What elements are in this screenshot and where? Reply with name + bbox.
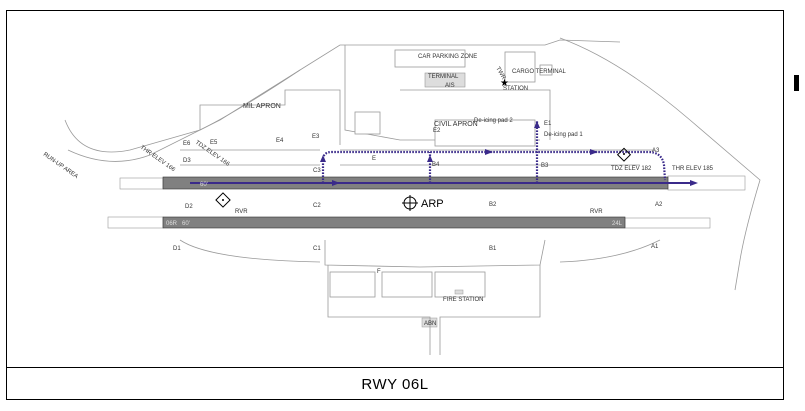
- taxiway-b2: B2: [489, 202, 497, 208]
- taxiway-c3: C3: [313, 168, 321, 174]
- fire-station-label: FIRE STATION: [443, 297, 483, 303]
- taxiway-c2: C2: [313, 203, 321, 209]
- route-arrow-icon: [485, 149, 493, 155]
- perimeter-roads: [64, 37, 761, 291]
- deicing-pad-2-label: De-icing pad 2: [474, 118, 513, 124]
- taxiway-e5: E5: [210, 140, 218, 146]
- route-arrow-icon: [320, 155, 326, 162]
- rwy-06l-width: 60': [200, 182, 208, 188]
- rvr-label-east: RVR: [590, 209, 603, 215]
- rwy-24l-designator: 24L: [612, 221, 623, 227]
- taxiway-a3: A3: [652, 148, 660, 154]
- route-arrow-icon: [332, 180, 340, 186]
- ais-label: AIS: [445, 83, 455, 89]
- taxiway-e3: E3: [312, 134, 320, 140]
- route-arrow-icon: [690, 180, 698, 186]
- rwy-06l-stopway-west: [119, 177, 164, 190]
- taxiway-d3: D3: [183, 158, 191, 164]
- cargo-building: [539, 64, 553, 76]
- mil-apron-label: MIL APRON: [243, 103, 281, 110]
- south-block-1: [329, 271, 376, 298]
- abn-label: ABN: [424, 321, 436, 327]
- windsock-icon: [215, 192, 231, 208]
- rwy-06r-stopway-west: [107, 216, 164, 229]
- tdz-elev-right: TDZ ELEV 182: [611, 166, 652, 172]
- civil-apron-label: CIVIL APRON: [434, 121, 478, 128]
- svg-text:★: ★: [500, 78, 509, 89]
- car-parking-label: CAR PARKING ZONE: [418, 54, 477, 60]
- cargo-terminal-label: CARGO TERMINAL: [512, 69, 567, 75]
- taxiway-a1: A1: [651, 244, 659, 250]
- rwy-06r-width: 60': [182, 221, 190, 227]
- station-label: STATION: [503, 86, 528, 92]
- windsock-icon: [616, 147, 632, 162]
- south-block-2: [381, 271, 433, 298]
- rwy-06r-designator: 06R: [166, 221, 178, 227]
- tower-area: [504, 51, 536, 83]
- runway-06r: [162, 216, 626, 229]
- twr-star-icon: ★: [500, 78, 509, 89]
- rwy-24l-stopway-east: [624, 217, 711, 229]
- taxiway-e6: E6: [183, 141, 191, 147]
- route-arrow-icon: [590, 149, 598, 155]
- fire-station-building: [454, 289, 464, 295]
- taxiway-b4: B4: [432, 162, 440, 168]
- civil-apron-area: [434, 119, 536, 147]
- taxiway-e4: E4: [276, 138, 284, 144]
- runway-caption: RWY 06L: [6, 367, 784, 400]
- thr-elev-right: THR ELEV 185: [672, 166, 714, 172]
- taxiway-d2: D2: [185, 204, 193, 210]
- thr-elev-left: THR ELEV 166: [139, 145, 177, 174]
- taxi-route: [190, 120, 698, 186]
- route-taxiway-e: [321, 150, 667, 183]
- deicing-pad-1-label: De-icing pad 1: [544, 132, 583, 138]
- arp-label: ARP: [421, 198, 444, 210]
- abn-building: [421, 317, 438, 328]
- route-arrow-icon: [427, 155, 433, 162]
- taxiway-d1: D1: [173, 246, 181, 252]
- chart-frame: [6, 10, 784, 400]
- arp-icon: [402, 195, 418, 211]
- terminal-building: [424, 72, 466, 88]
- car-parking-zone: [394, 49, 466, 68]
- terminal-label: TERMINAL: [428, 74, 459, 80]
- taxiway-c1: C1: [313, 246, 321, 252]
- taxiway-b3: B3: [541, 163, 549, 169]
- rvr-label-west: RVR: [235, 209, 248, 215]
- taxiway-f: F: [377, 269, 381, 275]
- route-arrow-icon: [534, 121, 540, 128]
- buildings: [179, 49, 661, 355]
- edge-marker: [794, 75, 799, 91]
- taxiway-e: E: [372, 156, 376, 162]
- taxiway-e1: E1: [544, 121, 552, 127]
- taxiway-e2: E2: [433, 128, 441, 134]
- mil-apron-compound: [354, 111, 381, 135]
- taxiway-b1: B1: [489, 246, 497, 252]
- taxiway-a2: A2: [655, 202, 663, 208]
- run-up-area-label: RUN-UP AREA: [42, 152, 79, 180]
